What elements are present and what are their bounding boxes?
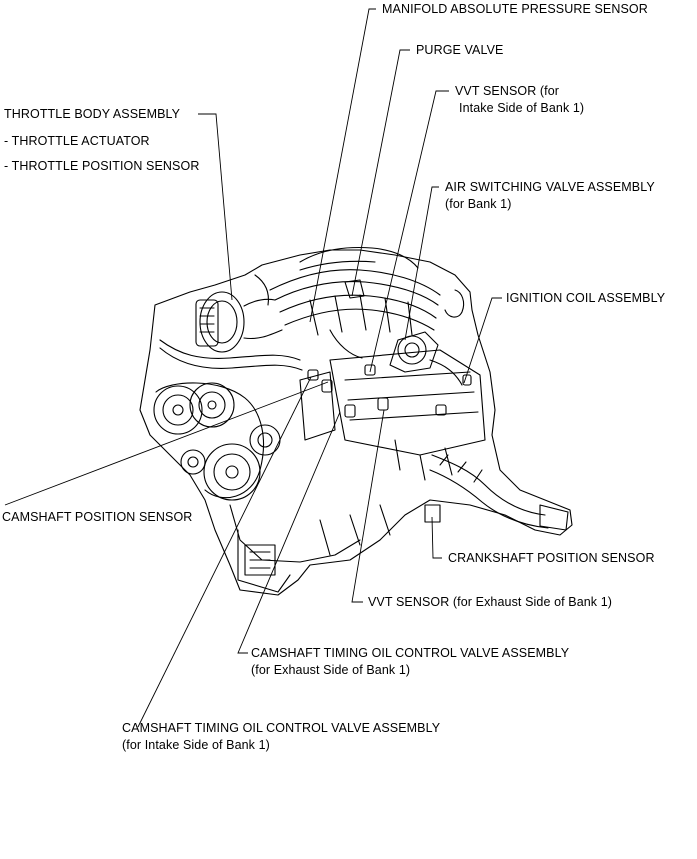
label-throttle-position-sensor: - THROTTLE POSITION SENSOR — [4, 159, 200, 173]
label-camshaft-position-sensor: CAMSHAFT POSITION SENSOR — [2, 510, 193, 524]
engine-drawing — [139, 247, 573, 596]
label-air-switching-valve-line1: AIR SWITCHING VALVE ASSEMBLY — [445, 180, 655, 194]
label-purge-valve: PURGE VALVE — [416, 43, 504, 57]
label-vvt-sensor-exhaust: VVT SENSOR (for Exhaust Side of Bank 1) — [368, 595, 613, 609]
label-throttle-body-assembly: THROTTLE BODY ASSEMBLY — [4, 107, 181, 121]
label-crankshaft-position-sensor: CRANKSHAFT POSITION SENSOR — [448, 551, 655, 565]
label-manifold-absolute-pressure-sensor: MANIFOLD ABSOLUTE PRESSURE SENSOR — [382, 2, 648, 16]
label-ignition-coil-assembly: IGNITION COIL ASSEMBLY — [506, 291, 666, 305]
label-vvt-sensor-intake-line1: VVT SENSOR (for — [455, 84, 560, 98]
label-throttle-actuator: - THROTTLE ACTUATOR — [4, 134, 150, 148]
leader-lines — [4, 8, 502, 728]
label-ocv-intake-line1: CAMSHAFT TIMING OIL CONTROL VALVE ASSEMB… — [122, 721, 441, 735]
label-ocv-exhaust-line2: (for Exhaust Side of Bank 1) — [251, 663, 411, 677]
label-ocv-exhaust-line1: CAMSHAFT TIMING OIL CONTROL VALVE ASSEMB… — [251, 646, 570, 660]
label-air-switching-valve-line2: (for Bank 1) — [445, 197, 512, 211]
label-ocv-intake-line2: (for Intake Side of Bank 1) — [122, 738, 270, 752]
label-vvt-sensor-intake-line2: Intake Side of Bank 1) — [459, 101, 585, 115]
